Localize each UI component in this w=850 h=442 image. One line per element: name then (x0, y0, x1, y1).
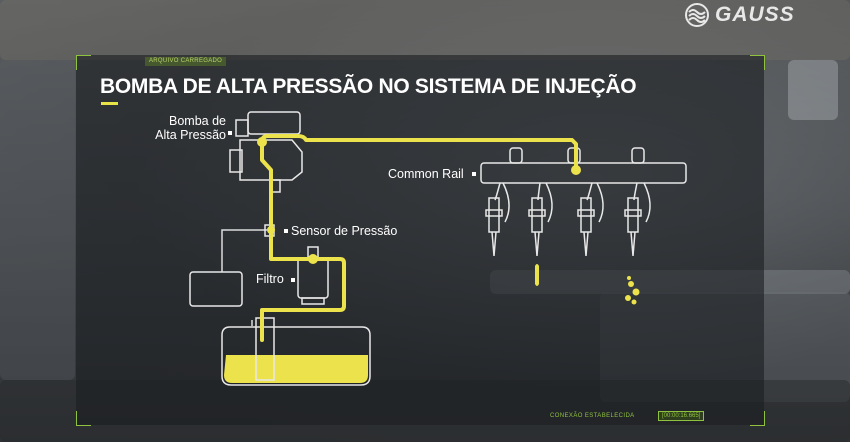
fuel-spray (535, 264, 640, 305)
spray-drop-2 (535, 264, 539, 286)
common-rail (480, 147, 687, 184)
fuel-tank-outline (221, 326, 371, 386)
injector-2 (528, 182, 553, 257)
hud-corner-top-left (76, 55, 91, 70)
gauss-wave-icon (685, 3, 709, 27)
title-underline (101, 102, 118, 105)
injector-1 (485, 182, 510, 257)
injectors (485, 182, 651, 257)
bg-ceiling (0, 0, 850, 60)
brand-logo: GAUSS (684, 3, 795, 27)
hud-corner-bottom-left (76, 411, 91, 426)
fuel-line-pump-feed (260, 140, 273, 227)
label-common-rail: Common Rail (388, 167, 464, 181)
injector-3 (577, 182, 604, 257)
hud-corner-bottom-right (750, 411, 765, 426)
connection-status: CONEXÃO ESTABELECIDA (550, 413, 635, 419)
overlay-panel (76, 55, 764, 425)
label-dots (228, 131, 476, 282)
page-title: BOMBA DE ALTA PRESSÃO NO SISTEMA DE INJE… (100, 75, 637, 98)
spray-mist-5 (627, 276, 631, 280)
label-pump: Bomba de (162, 114, 226, 128)
label-filter: Filtro (256, 272, 284, 286)
bg-window (788, 60, 838, 120)
fuel-line-high-pressure (260, 134, 578, 172)
brand-name: GAUSS (715, 3, 795, 26)
canister (189, 271, 243, 307)
fuel-pickup (255, 317, 275, 381)
return-lines (221, 229, 267, 326)
bg-door (0, 60, 75, 380)
injector-4 (624, 182, 651, 257)
label-pressure-sensor: Sensor de Pressão (291, 224, 398, 238)
spray-mist-2 (632, 288, 640, 296)
spray-mist-3 (625, 295, 631, 301)
timecode: [00:00:16.665] (658, 411, 705, 421)
spray-mist-1 (628, 281, 634, 287)
label-pump-line2: Alta Pressão (155, 128, 226, 142)
file-loaded-tag: ARQUIVO CARREGADO (145, 57, 227, 66)
fuel-tank (221, 317, 371, 386)
fuel-line-suction (260, 223, 346, 342)
spray-mist-4 (631, 299, 637, 305)
label-pump-2: Alta Pressão (148, 128, 226, 142)
fuel-tank-fill (224, 355, 368, 383)
fuel-nodes (257, 137, 581, 264)
hud-corner-top-right (750, 55, 765, 70)
high-pressure-pump (229, 111, 303, 193)
label-pump-line1: Bomba de (169, 114, 226, 128)
